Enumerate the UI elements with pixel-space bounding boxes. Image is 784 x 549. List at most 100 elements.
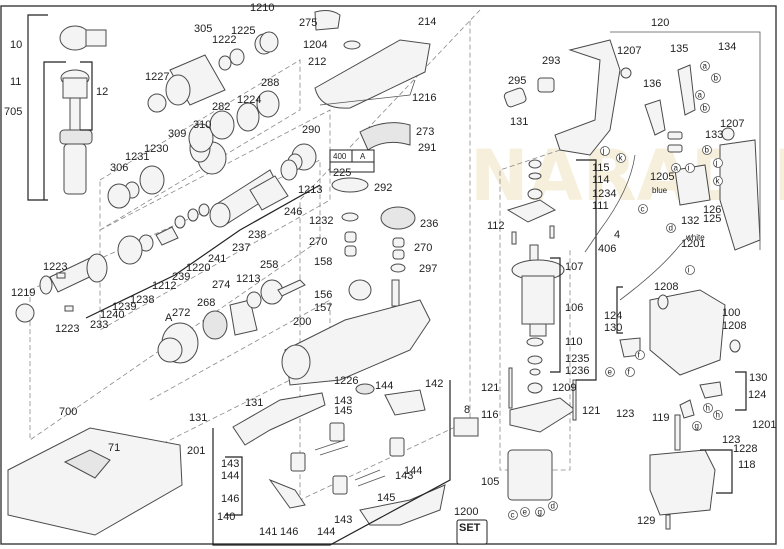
part-label-1208b: 1208 — [722, 320, 746, 332]
part-label-140: 140 — [217, 511, 235, 523]
part-label-1236: 1236 — [565, 365, 589, 377]
connector-letter: i — [688, 164, 690, 173]
part-label-1232: 1232 — [309, 215, 333, 227]
bracket-106 — [550, 257, 561, 373]
part-label-121b: 121 — [582, 405, 600, 417]
part-label-121a: 121 — [481, 382, 499, 394]
kit-letter: A — [360, 152, 366, 161]
field-housing — [619, 234, 741, 530]
part-label-1209: 1209 — [552, 382, 576, 394]
part-label-134: 134 — [718, 41, 736, 53]
part-label-10: 10 — [10, 39, 22, 51]
connector-letter: h — [716, 411, 720, 420]
connector-letter: g — [538, 508, 542, 517]
bracket-120 — [610, 31, 761, 250]
part-label-144d: 144 — [404, 465, 422, 477]
panel-chuck-top — [99, 59, 301, 231]
bracket-130 — [735, 371, 747, 411]
part-label-106: 106 — [565, 302, 583, 314]
part-label-105: 105 — [481, 476, 499, 488]
part-label-270a: 270 — [309, 236, 327, 248]
connector-letter: f — [638, 351, 641, 360]
part-label-274: 274 — [212, 279, 230, 291]
part-label-239: 239 — [172, 271, 190, 283]
panel-chuck-mid — [99, 109, 331, 331]
part-label-124b: 124 — [748, 389, 766, 401]
connector-letter: e — [608, 368, 613, 377]
chuck-assembly — [107, 31, 317, 209]
panel-motor — [499, 149, 571, 471]
part-label-1220: 1220 — [186, 262, 210, 274]
connector-letter: a — [674, 164, 679, 173]
part-label-406: 406 — [598, 243, 616, 255]
part-label-4: 4 — [614, 229, 620, 241]
part-label-129: 129 — [637, 515, 655, 527]
part-label-1230: 1230 — [144, 143, 168, 155]
part-label-1204: 1204 — [303, 39, 327, 51]
main-housing — [281, 299, 431, 395]
part-label-123a: 123 — [616, 408, 634, 420]
connector-letter: f — [628, 368, 631, 377]
bracket-130-left — [616, 286, 623, 334]
part-label-A1: A — [165, 312, 173, 324]
part-label-145b: 145 — [377, 492, 395, 504]
connector-letter: a — [703, 62, 708, 71]
part-label-700: 700 — [59, 406, 77, 418]
part-label-1234: 1234 — [592, 188, 616, 200]
set-badge-text: SET — [459, 522, 481, 534]
part-label-1213b: 1213 — [236, 273, 260, 285]
rear-handle — [554, 39, 761, 253]
part-label-1223a: 1223 — [43, 261, 67, 273]
part-label-156: 156 — [314, 289, 332, 301]
part-label-119: 119 — [652, 412, 670, 424]
part-label-145a: 145 — [334, 405, 352, 417]
part-label-1219: 1219 — [11, 287, 35, 299]
part-label-238a: 238 — [248, 229, 266, 241]
part-label-200: 200 — [293, 316, 311, 328]
bracket-11 — [43, 61, 66, 200]
part-label-212: 212 — [308, 56, 326, 68]
connector-letter: a — [698, 91, 703, 100]
part-label-292: 292 — [374, 182, 392, 194]
part-label-120: 120 — [651, 17, 669, 29]
bracket-233 — [85, 184, 321, 319]
part-label-1239: 1239 — [112, 301, 136, 313]
part-label-290: 290 — [302, 124, 320, 136]
connector-letter: c — [641, 205, 645, 214]
part-label-306: 306 — [110, 162, 128, 174]
handle-assembly — [232, 389, 446, 526]
part-label-112: 112 — [487, 220, 505, 232]
part-label-309: 309 — [168, 128, 186, 140]
part-label-146b: 146 — [280, 526, 298, 538]
part-label-1225: 1225 — [231, 25, 255, 37]
part-label-268: 268 — [197, 297, 215, 309]
part-label-1201b: 1201 — [752, 419, 776, 431]
part-label-146a: 146 — [221, 493, 239, 505]
part-label-1226: 1226 — [334, 375, 358, 387]
part-label-11: 11 — [10, 76, 21, 88]
part-label-1201a: 1201 — [681, 238, 705, 250]
connector-letter: g — [695, 422, 699, 431]
part-label-233: 233 — [90, 319, 108, 331]
part-label-1207a: 1207 — [617, 45, 641, 57]
part-label-158: 158 — [314, 256, 332, 268]
bracket-12 — [80, 61, 93, 131]
part-label-1208a: 1208 — [654, 281, 678, 293]
part-label-1207b: 1207 — [720, 118, 744, 130]
part-label-131b: 131 — [189, 412, 207, 424]
part-label-293: 293 — [542, 55, 560, 67]
part-label-305: 305 — [194, 23, 212, 35]
part-label-1213a: 1213 — [298, 184, 322, 196]
set-badge: SET — [456, 519, 488, 545]
part-label-297: 297 — [419, 263, 437, 275]
part-label-133: 133 — [705, 129, 723, 141]
connector-letter: d — [669, 224, 673, 233]
side-handle — [59, 25, 107, 195]
connector-letter: e — [523, 508, 528, 517]
gear-housing — [314, 10, 431, 307]
part-label-71: 71 — [108, 442, 120, 454]
part-label-1216: 1216 — [412, 92, 436, 104]
motor-assembly — [506, 159, 577, 501]
